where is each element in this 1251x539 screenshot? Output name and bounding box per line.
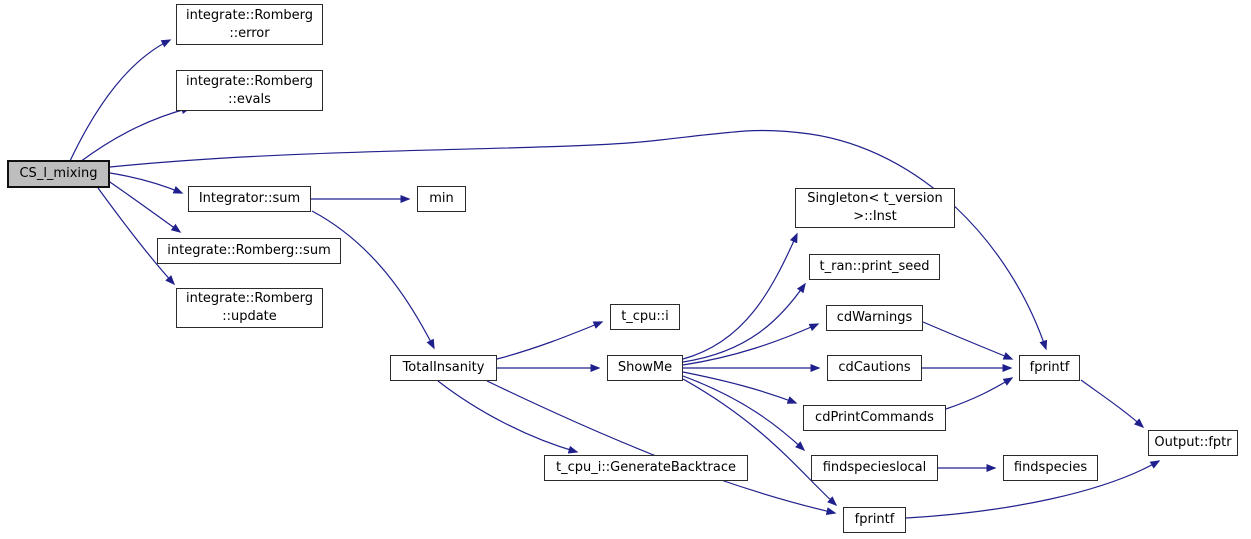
node-generate-backtrace[interactable]: t_cpu_i::GenerateBacktrace (544, 455, 748, 481)
edge-fprintf-main-to-output-fptr (1080, 379, 1145, 429)
edge-cs-l-mixing-to-integrator-sum (109, 172, 184, 194)
node-fprintf-bottom-label: fprintf (854, 512, 895, 527)
node-findspecies-label: findspecies (1013, 460, 1088, 475)
node-singleton-inst[interactable]: Singleton< t_version >::Inst (795, 188, 955, 228)
node-showme-label: ShowMe (617, 360, 673, 375)
node-cs-l-mixing[interactable]: CS_l_mixing (7, 160, 110, 188)
node-cdwarnings-label: cdWarnings (836, 310, 913, 325)
edge-cdprintcommands-to-fprintf-main (945, 377, 1014, 410)
node-total-insanity-label: TotalInsanity (402, 360, 485, 375)
node-t-cpu-i-label: t_cpu::i (621, 309, 669, 324)
node-romberg-evals-label: integrate::Romberg ::evals (185, 73, 314, 107)
node-cdwarnings[interactable]: cdWarnings (826, 305, 923, 331)
edge-cs-l-mixing-to-romberg-update (97, 187, 176, 286)
edge-showme-to-singleton-inst (682, 232, 798, 360)
node-cdcautions-label: cdCautions (838, 360, 911, 375)
edge-showme-to-print-seed (682, 282, 806, 363)
node-findspecieslocal-label: findspecieslocal (822, 460, 927, 475)
node-singleton-inst-label: Singleton< t_version >::Inst (807, 191, 943, 224)
node-fprintf-main[interactable]: fprintf (1019, 355, 1080, 381)
edge-showme-to-cdwarnings (682, 323, 820, 366)
edge-total-insanity-to-generate-backtrace (437, 380, 579, 454)
node-cdprintcommands-label: cdPrintCommands (815, 410, 934, 425)
node-fprintf-bottom[interactable]: fprintf (843, 507, 906, 533)
node-romberg-error[interactable]: integrate::Romberg ::error (176, 4, 323, 45)
node-fprintf-main-label: fprintf (1029, 360, 1070, 375)
node-output-fptr-label: Output::fptr (1154, 435, 1232, 450)
node-romberg-sum-label: integrate::Romberg::sum (167, 243, 331, 258)
edge-integrator-sum-to-total-insanity (311, 210, 435, 350)
node-romberg-sum[interactable]: integrate::Romberg::sum (157, 238, 341, 264)
edge-cdwarnings-to-fprintf-main (922, 321, 1014, 360)
node-integrator-sum-label: Integrator::sum (198, 191, 301, 206)
node-t-cpu-i[interactable]: t_cpu::i (610, 304, 680, 330)
edge-total-insanity-to-t-cpu-i (496, 321, 604, 360)
edge-total-insanity-to-fprintf-bottom (486, 380, 837, 515)
node-integrator-sum[interactable]: Integrator::sum (188, 186, 311, 212)
node-total-insanity[interactable]: TotalInsanity (390, 355, 497, 381)
edge-cs-l-mixing-to-fprintf-main (109, 129, 1048, 351)
node-cdprintcommands[interactable]: cdPrintCommands (803, 405, 946, 431)
node-cdcautions[interactable]: cdCautions (827, 355, 922, 381)
node-print-seed[interactable]: t_ran::print_seed (809, 254, 940, 280)
edge-cs-l-mixing-to-romberg-evals (79, 106, 192, 163)
edge-cs-l-mixing-to-romberg-sum (106, 179, 182, 233)
node-output-fptr[interactable]: Output::fptr (1148, 430, 1238, 456)
node-findspecies[interactable]: findspecies (1003, 455, 1098, 481)
edge-fprintf-bottom-to-output-fptr (905, 460, 1161, 519)
edge-showme-to-fprintf-bottom (682, 378, 838, 507)
node-romberg-update-label: integrate::Romberg ::update (185, 291, 314, 324)
node-romberg-update[interactable]: integrate::Romberg ::update (176, 288, 323, 328)
node-generate-backtrace-label: t_cpu_i::GenerateBacktrace (556, 460, 736, 475)
node-cs-l-mixing-label: CS_l_mixing (19, 166, 98, 181)
edge-showme-to-cdprintcommands (682, 371, 798, 404)
node-romberg-error-label: integrate::Romberg ::error (185, 7, 314, 41)
edge-cs-l-mixing-to-romberg-error (69, 39, 172, 162)
node-findspecieslocal[interactable]: findspecieslocal (811, 455, 938, 481)
node-min[interactable]: min (417, 186, 466, 212)
node-showme[interactable]: ShowMe (607, 355, 683, 381)
node-min-label: min (429, 191, 454, 206)
edge-showme-to-findspecieslocal (682, 375, 806, 452)
node-romberg-evals[interactable]: integrate::Romberg ::evals (176, 70, 323, 111)
node-print-seed-label: t_ran::print_seed (819, 259, 930, 274)
